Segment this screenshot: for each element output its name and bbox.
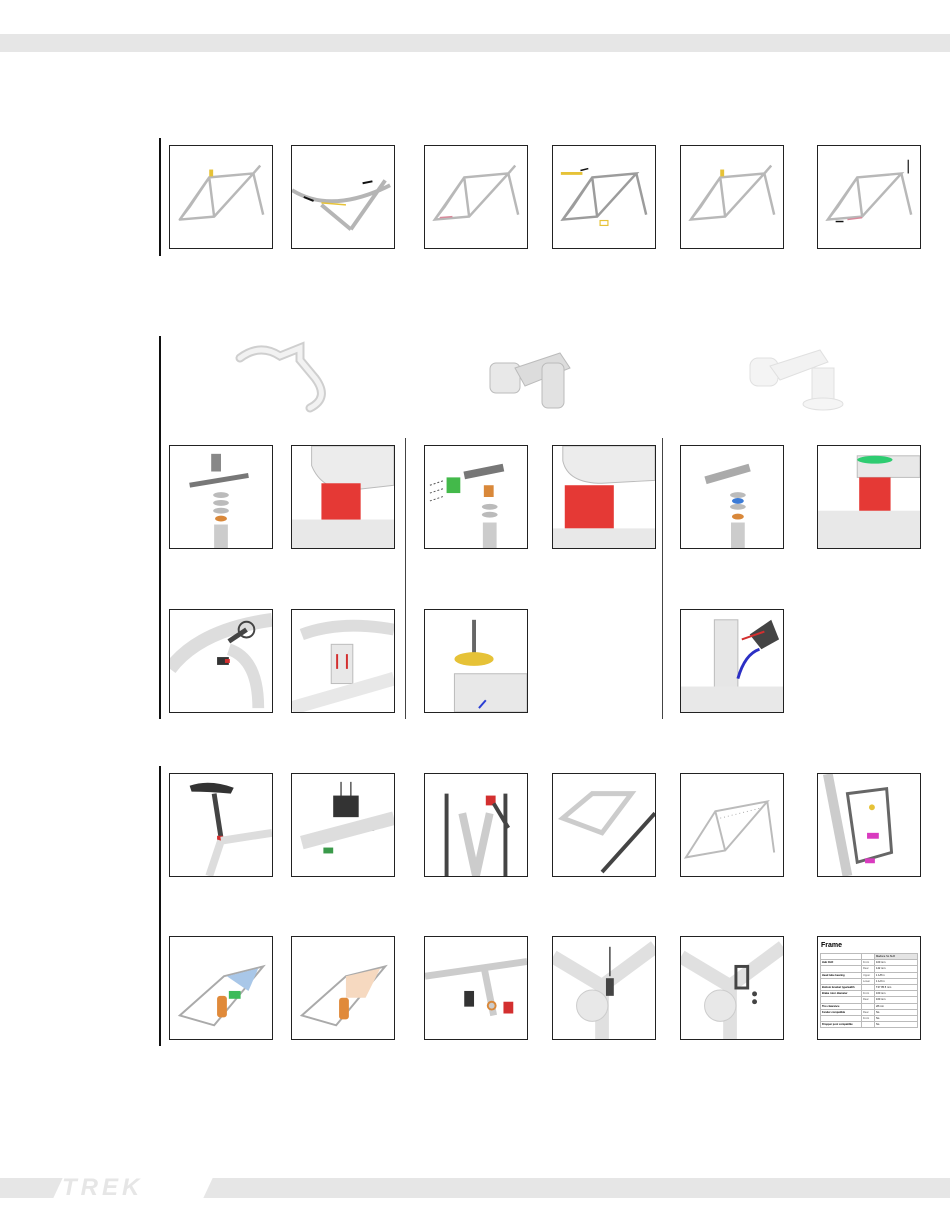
rear-brake-illustration: [425, 774, 527, 876]
frame-routing-thumbnail[interactable]: [817, 145, 921, 249]
frame-routing-thumbnail[interactable]: [291, 145, 395, 249]
computer-mount-illustration: [170, 610, 272, 712]
bike-frame-illustration: [425, 146, 527, 248]
cockpit-thumbnail[interactable]: [424, 445, 528, 549]
front-derailleur-mount-illustration: [681, 937, 783, 1039]
seatmast-clamp-illustration: [292, 774, 394, 876]
headset-spacer-illustration: [292, 446, 394, 548]
bb-routing-illustration: [292, 146, 394, 248]
accessory-thumbnail[interactable]: [552, 773, 656, 877]
frame-graphics-illustration: [681, 774, 783, 876]
section-divider: [159, 138, 161, 256]
cockpit-thumbnail[interactable]: [169, 445, 273, 549]
accessory-thumbnail[interactable]: [169, 773, 273, 877]
column-divider: [405, 438, 406, 719]
bike-frame-illustration: [818, 146, 920, 248]
bike-frame-illustration: [553, 146, 655, 248]
spec-sheet-title: Frame: [821, 942, 842, 949]
cockpit-thumbnail[interactable]: [817, 445, 921, 549]
front-derailleur-mount-illustration: [553, 937, 655, 1039]
accessory-thumbnail[interactable]: [424, 773, 528, 877]
frame-routing-thumbnail[interactable]: [424, 145, 528, 249]
stem-exploded-illustration: [170, 446, 272, 548]
cockpit-thumbnail[interactable]: [169, 609, 273, 713]
cockpit-thumbnail[interactable]: [552, 445, 656, 549]
top-cap-illustration: [425, 610, 527, 712]
accessory-thumbnail[interactable]: [291, 773, 395, 877]
headset-spacer-illustration: [818, 446, 920, 548]
frame-routing-thumbnail[interactable]: [169, 145, 273, 249]
storage-bag-illustration: [170, 937, 272, 1039]
stem-exploded-illustration: [425, 446, 527, 548]
bike-frame-illustration: [170, 146, 272, 248]
bottle-cage-illustration: [818, 774, 920, 876]
derailleur-hanger-illustration: [425, 937, 527, 1039]
accessory-thumbnail[interactable]: [817, 773, 921, 877]
trek-logo: TREK: [62, 1175, 212, 1201]
accessory-thumbnail[interactable]: [552, 936, 656, 1040]
accessory-thumbnail[interactable]: [169, 936, 273, 1040]
section-divider: [159, 336, 161, 719]
cockpit-thumbnail[interactable]: [291, 609, 395, 713]
standard-stem-image: [740, 338, 890, 418]
storage-bag-illustration: [292, 937, 394, 1039]
cockpit-thumbnail[interactable]: [424, 609, 528, 713]
aero-stem-image: [480, 338, 630, 418]
integrated-handlebar-image: [220, 338, 370, 418]
accessory-thumbnail[interactable]: [424, 936, 528, 1040]
cable-routing-illustration: [681, 610, 783, 712]
cockpit-thumbnail[interactable]: [680, 445, 784, 549]
accessory-thumbnail[interactable]: [291, 936, 395, 1040]
cockpit-thumbnail[interactable]: [680, 609, 784, 713]
bike-frame-illustration: [681, 146, 783, 248]
accessory-thumbnail[interactable]: [680, 936, 784, 1040]
stem-clamp-illustration: [292, 610, 394, 712]
cockpit-thumbnail[interactable]: [291, 445, 395, 549]
stem-exploded-illustration: [681, 446, 783, 548]
chainstay-protector-illustration: [553, 774, 655, 876]
headset-spacer-illustration: [553, 446, 655, 548]
section-divider: [159, 766, 161, 1046]
saddle-seatpost-illustration: [170, 774, 272, 876]
frame-routing-thumbnail[interactable]: [680, 145, 784, 249]
accessory-thumbnail[interactable]: [680, 773, 784, 877]
column-divider: [662, 438, 663, 719]
header-band: [0, 34, 950, 52]
frame-routing-thumbnail[interactable]: [552, 145, 656, 249]
